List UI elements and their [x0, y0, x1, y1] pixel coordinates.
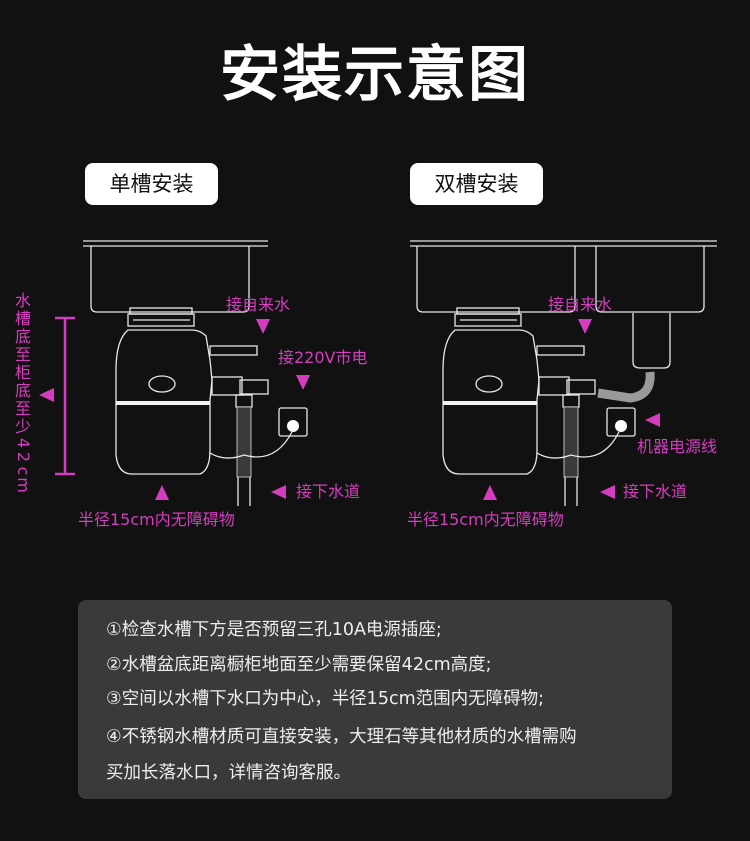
- height-label-char: 底: [14, 327, 31, 346]
- single-water-in-arrow-icon: [256, 319, 270, 334]
- double-tee-fitting: [566, 379, 596, 395]
- double-water-in-arrow-icon: [578, 319, 592, 334]
- height-arrow-icon: [39, 388, 54, 402]
- single-sink-basin: [90, 246, 250, 313]
- single-inlet-pipe: [209, 345, 258, 356]
- double-water-in-label: 接自来水: [548, 295, 613, 314]
- double-logo-badge: [475, 375, 503, 393]
- double-sink-tag: 双槽安装: [410, 163, 543, 205]
- double-power-cord-label: 机器电源线: [637, 437, 718, 456]
- single-tee-fitting: [239, 379, 269, 395]
- single-power-socket: [278, 407, 308, 437]
- single-plug: [287, 420, 299, 432]
- note-1: ①检查水槽下方是否预留三孔10A电源插座;: [106, 620, 442, 640]
- double-inlet-pipe: [536, 345, 585, 356]
- single-flange: [129, 307, 193, 315]
- note-2: ②水槽盆底距离橱柜地面至少需要保留42cm高度;: [106, 655, 492, 675]
- note-4: ④不锈钢水槽材质可直接安装，大理石等其他材质的水槽需购: [106, 727, 577, 747]
- double-plug: [615, 420, 627, 432]
- installation-notes: ①检查水槽下方是否预留三孔10A电源插座; ②水槽盆底距离橱柜地面至少需要保留4…: [78, 600, 672, 799]
- installation-diagram: [39, 240, 717, 506]
- double-sink-basin-left: [416, 246, 576, 313]
- height-label-char: 底: [14, 381, 31, 400]
- double-mount-ring: [454, 313, 522, 327]
- double-clearance-label: 半径15cm内无障碍物: [407, 510, 564, 529]
- single-drain-hose: [236, 406, 252, 478]
- single-power-arrow-icon: [296, 375, 310, 390]
- double-drain-arrow-icon: [600, 485, 615, 499]
- double-band: [443, 401, 537, 405]
- single-power-label: 接220V市电: [278, 348, 368, 367]
- double-power-socket: [606, 407, 636, 437]
- single-clearance-arrow-icon: [155, 485, 169, 500]
- double-drain-label: 接下水道: [623, 482, 688, 501]
- double-power-arrow-icon: [645, 413, 660, 427]
- single-water-in-label: 接自来水: [226, 295, 291, 314]
- double-outlet-connector: [538, 376, 570, 396]
- height-label-char: 至: [14, 345, 31, 364]
- height-label-char: 槽: [14, 309, 31, 328]
- single-logo-badge: [148, 375, 176, 393]
- single-outlet-connector: [211, 376, 243, 396]
- single-tee-down: [235, 394, 253, 408]
- height-label-char: 少: [14, 417, 31, 436]
- single-body: [115, 329, 213, 475]
- double-drain-basket: [632, 313, 671, 369]
- single-sink-tag: 单槽安装: [85, 163, 218, 205]
- page-title: 安装示意图: [220, 40, 530, 110]
- single-clearance-label: 半径15cm内无障碍物: [78, 510, 235, 529]
- single-mount-ring: [127, 313, 195, 327]
- height-label-char: 柜: [14, 363, 31, 382]
- double-tee-down: [562, 394, 580, 408]
- double-power-cord: [536, 431, 620, 459]
- height-label-char: m: [14, 477, 33, 493]
- double-clearance-arrow-icon: [483, 485, 497, 500]
- double-drain-hose: [563, 406, 579, 478]
- note-3: ③空间以水槽下水口为中心，半径15cm范围内无障碍物;: [106, 689, 545, 709]
- double-body: [442, 329, 540, 475]
- single-band: [116, 401, 210, 405]
- double-corrugated-hose: [597, 371, 655, 403]
- note-4-cont: 买加长落水口，详情咨询客服。: [106, 763, 351, 783]
- single-power-cord: [209, 431, 293, 459]
- double-sink-basin-right: [595, 246, 705, 313]
- single-drain-label: 接下水道: [296, 482, 361, 501]
- height-label-char: 至: [14, 399, 31, 418]
- height-label-char: 水: [14, 291, 31, 310]
- single-drain-arrow-icon: [271, 485, 286, 499]
- double-flange: [456, 307, 520, 315]
